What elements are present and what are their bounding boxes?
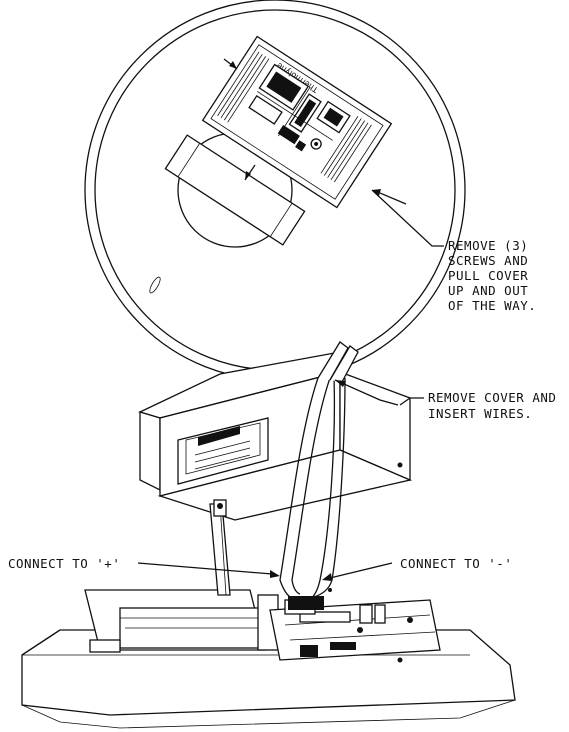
remove-screws-leader	[371, 189, 444, 247]
remove-screws-callout: REMOVE (3) SCREWS AND PULL COVER UP AND …	[448, 238, 536, 313]
slot-mark	[149, 276, 161, 294]
cover-callout-line-2: INSERT WIRES.	[428, 406, 532, 421]
bottom-view: REMOVE COVER AND INSERT WIRES. CONNECT T…	[8, 341, 564, 729]
support-post	[209, 499, 231, 596]
frame-mechanism	[84, 588, 441, 663]
remove-cover-leader	[334, 379, 399, 406]
callout-line-2: SCREWS AND	[448, 253, 528, 268]
cover-callout-line-1: REMOVE COVER AND	[428, 390, 556, 405]
plus-leader	[137, 562, 273, 575]
callout-line-3: PULL COVER	[448, 268, 528, 283]
terminal-block	[288, 596, 324, 610]
control-cover-box	[138, 351, 413, 521]
minus-leader	[329, 562, 393, 579]
positive-wire	[279, 377, 319, 601]
remove-cover-callout: REMOVE COVER AND INSERT WIRES.	[428, 390, 564, 421]
callout-line-1: REMOVE (3)	[448, 238, 528, 253]
screw-arrows	[223, 58, 407, 205]
box-screw	[397, 462, 403, 468]
box-label-plate	[177, 417, 269, 485]
wire-pair	[279, 341, 359, 610]
callout-line-4: UP AND OUT	[448, 283, 528, 298]
label-stripes	[217, 51, 372, 183]
connect-minus-label: CONNECT TO '-'	[400, 556, 512, 571]
top-view: Thermolyne REMOVE (3) SCREWS AND PULL CO…	[84, 0, 536, 381]
negative-wire	[305, 377, 336, 603]
callout-line-5: OF THE WAY.	[448, 298, 536, 313]
circuit-component	[258, 63, 310, 111]
connect-plus-label: CONNECT TO '+'	[8, 556, 120, 571]
